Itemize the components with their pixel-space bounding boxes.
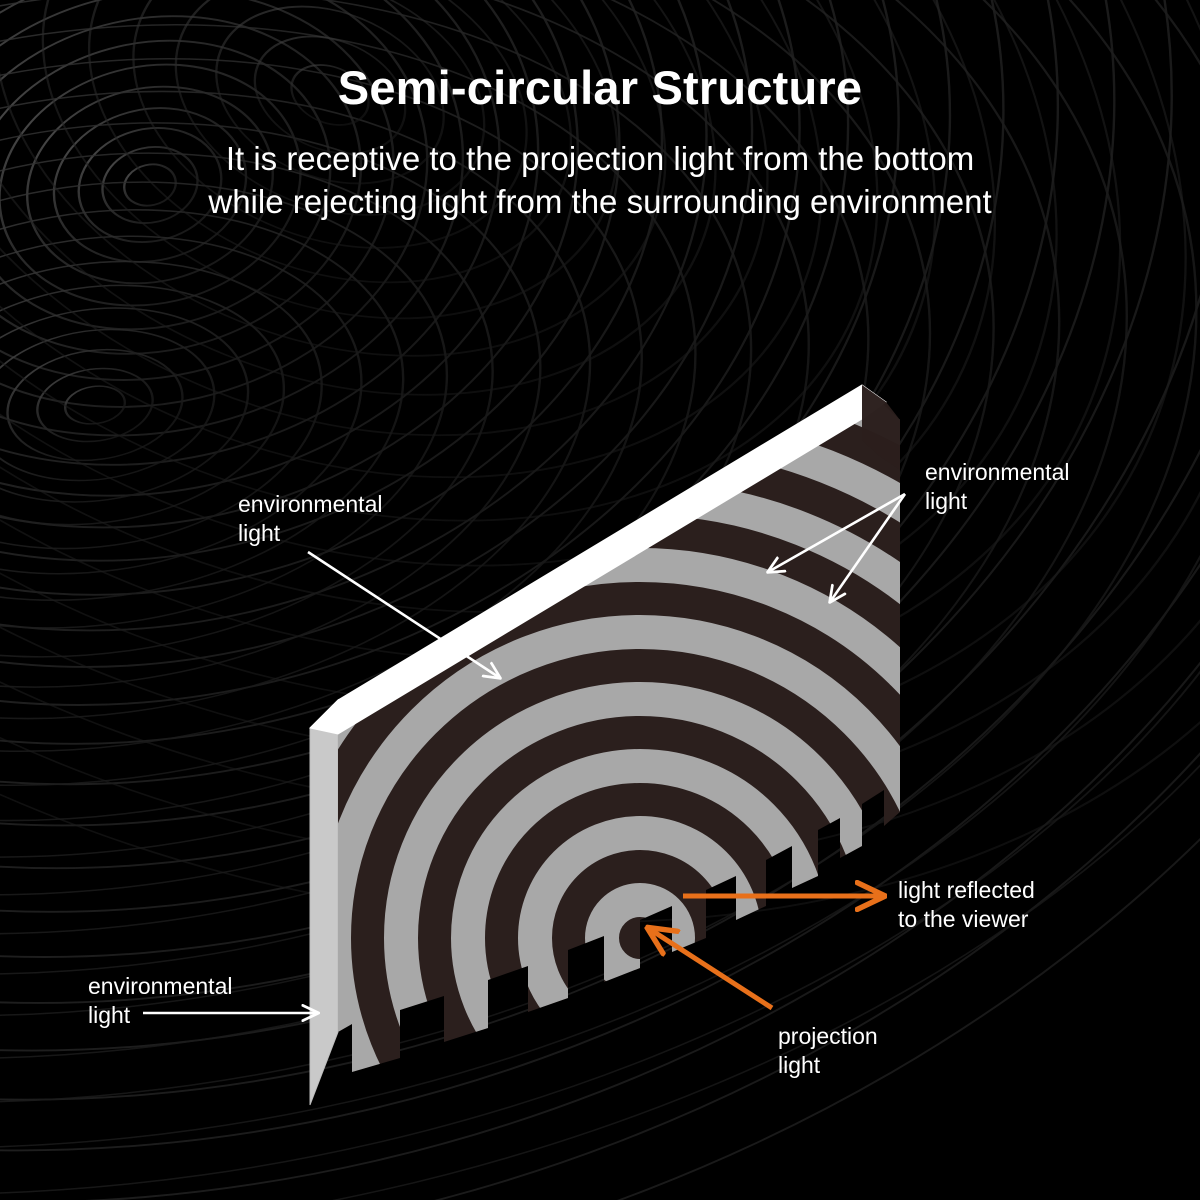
concentric-arc-stripes (338, 385, 900, 1072)
page-subtitle: It is receptive to the projection light … (0, 115, 1200, 224)
heading-block: Semi-circular Structure It is receptive … (0, 0, 1200, 224)
page-title: Semi-circular Structure (337, 61, 863, 114)
projection-light-arrow (648, 928, 774, 1011)
slab-left-side-face (309, 698, 339, 1106)
environmental-light-arrows-right (768, 492, 907, 602)
environmental-light-arrow-left (307, 550, 500, 678)
page-subtitle-line-1: It is receptive to the projection light … (225, 139, 975, 177)
page-subtitle-line-2: while rejecting light from the surroundi… (208, 183, 992, 221)
slab-right-stepped-edge (862, 385, 900, 470)
